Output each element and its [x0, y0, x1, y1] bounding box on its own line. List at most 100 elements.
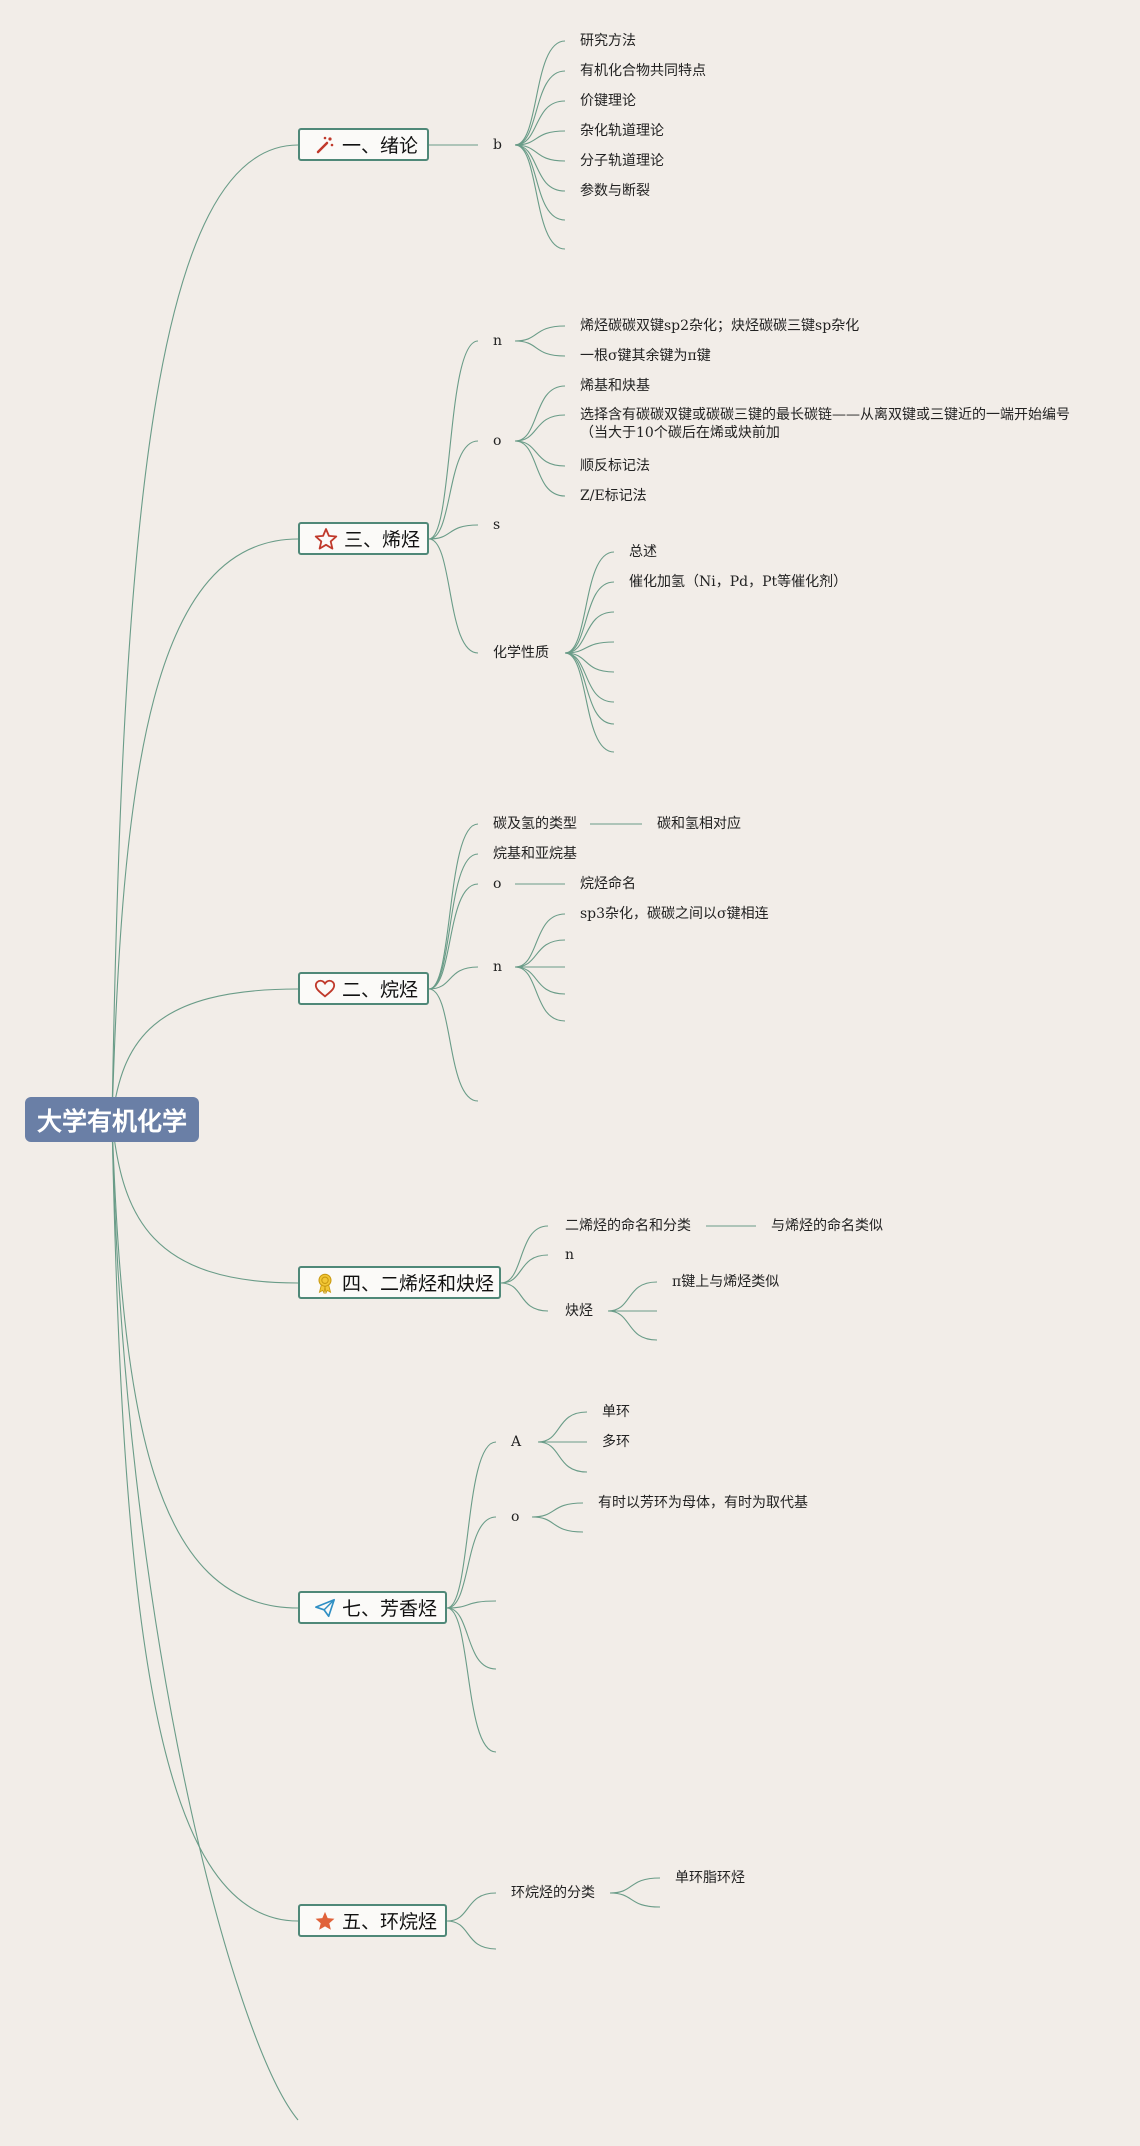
- connector: [537, 1441, 588, 1473]
- node-alkenyl[interactable]: 烯基和炔基: [580, 378, 650, 394]
- topic-label: 二、烷烃: [342, 979, 419, 1001]
- connector: [514, 440, 566, 497]
- node-monocyclic[interactable]: 单环脂环烃: [675, 1870, 745, 1886]
- connector: [428, 966, 479, 990]
- connector: [111, 1119, 299, 1922]
- connector: [500, 1282, 549, 1312]
- node-n[interactable]: n: [493, 333, 503, 349]
- connector: [514, 913, 566, 968]
- topic-label: 七、芳香烃: [342, 1598, 438, 1620]
- connector: [111, 988, 299, 1121]
- node-s[interactable]: s: [493, 517, 501, 533]
- root-label: 大学有机化学: [36, 1106, 187, 1136]
- node-hydrogenation[interactable]: 催化加氢（Ni，Pd，Pt等催化剂）: [629, 574, 848, 590]
- connector: [500, 1225, 549, 1284]
- connector: [564, 641, 615, 654]
- connector: [514, 414, 566, 442]
- connector: [111, 1119, 299, 1609]
- topic-intro[interactable]: 一、绪论: [298, 128, 429, 161]
- connector: [514, 939, 566, 968]
- connector: [111, 1119, 299, 2121]
- node-b[interactable]: b: [493, 137, 502, 153]
- connector: [446, 1607, 497, 1753]
- connector: [428, 340, 479, 540]
- topic-alkanes[interactable]: 二、烷烃: [298, 972, 429, 1005]
- node-valence-bond[interactable]: 价键理论: [580, 93, 636, 109]
- node-sp3[interactable]: sp3杂化，碳碳之间以σ键相连: [580, 906, 769, 922]
- node-sp2[interactable]: 烯烃碳碳双键sp2杂化；炔烃碳碳三键sp杂化: [580, 318, 860, 334]
- node-similar-naming[interactable]: 与烯烃的命名类似: [771, 1218, 883, 1234]
- connector: [514, 70, 566, 146]
- node-ze-notation[interactable]: Z/E标记法: [580, 488, 647, 504]
- node-parent-or-substituent[interactable]: 有时以芳环为母体，有时为取代基: [598, 1495, 808, 1511]
- topic-aromatics[interactable]: 七、芳香烃: [298, 1591, 447, 1624]
- connector: [564, 581, 615, 654]
- node-c-h-types[interactable]: 碳及氢的类型: [493, 816, 577, 832]
- magic-wand-icon: [314, 133, 336, 157]
- connector: [446, 1920, 497, 1950]
- node-naming-rule[interactable]: 选择含有碳碳双键或碳碳三键的最长碳链——从离双键或三键近的一端开始编号（当大于1…: [580, 407, 1070, 441]
- connector: [428, 988, 479, 1102]
- topic-label: 一、绪论: [342, 135, 419, 157]
- node-hybrid-orbital[interactable]: 杂化轨道理论: [580, 123, 664, 139]
- connector: [111, 538, 299, 1121]
- connector: [607, 1281, 658, 1312]
- connector: [428, 524, 479, 540]
- node-pi-bond[interactable]: π键上与烯烃类似: [672, 1274, 780, 1290]
- topic-cycloalkanes[interactable]: 五、环烷烃: [298, 1904, 447, 1937]
- connector: [564, 652, 615, 673]
- node-n[interactable]: n: [565, 1247, 575, 1263]
- connector: [531, 1516, 584, 1533]
- connector: [428, 538, 479, 654]
- node-A[interactable]: A: [511, 1434, 522, 1450]
- node-cis-trans[interactable]: 顺反标记法: [580, 458, 650, 474]
- connector: [514, 144, 566, 162]
- paper-plane-icon: [314, 1596, 336, 1620]
- topic-dienes-alkynes[interactable]: 四、二烯烃和炔烃: [298, 1266, 501, 1299]
- connector: [446, 1892, 497, 1922]
- node-sigma-pi[interactable]: 一根σ键其余键为π键: [580, 348, 711, 364]
- node-c-h-correspond[interactable]: 碳和氢相对应: [657, 816, 741, 832]
- connector: [514, 144, 566, 192]
- connector: [514, 966, 566, 995]
- connector: [446, 1516, 497, 1609]
- connector: [111, 1119, 299, 1284]
- star-outline-icon: [314, 527, 338, 551]
- connector: [564, 652, 615, 753]
- connector: [514, 325, 566, 342]
- heart-icon: [314, 977, 336, 1001]
- connector: [111, 144, 299, 1121]
- star-filled-icon: [314, 1909, 336, 1933]
- connector: [564, 652, 615, 703]
- node-chemical-properties[interactable]: 化学性质: [493, 645, 549, 661]
- connector: [607, 1310, 658, 1341]
- node-alkyl[interactable]: 烷基和亚烷基: [493, 846, 577, 862]
- connector: [564, 551, 615, 654]
- node-multi-ring[interactable]: 多环: [602, 1434, 630, 1450]
- node-common-features[interactable]: 有机化合物共同特点: [580, 63, 706, 79]
- node-alkane-naming[interactable]: 烷烃命名: [580, 876, 636, 892]
- connector: [564, 611, 615, 654]
- node-o[interactable]: o: [493, 433, 502, 449]
- node-n[interactable]: n: [493, 959, 503, 975]
- node-params-cleavage[interactable]: 参数与断裂: [580, 183, 650, 199]
- node-o[interactable]: o: [511, 1509, 520, 1525]
- connector: [428, 823, 479, 990]
- node-single-ring[interactable]: 单环: [602, 1404, 630, 1420]
- node-alkynes[interactable]: 炔烃: [565, 1303, 593, 1319]
- node-overview[interactable]: 总述: [629, 544, 657, 560]
- root-node[interactable]: 大学有机化学: [25, 1097, 199, 1142]
- connector: [428, 853, 479, 990]
- connector: [531, 1502, 584, 1518]
- node-research-methods[interactable]: 研究方法: [580, 33, 636, 49]
- node-o[interactable]: o: [493, 876, 502, 892]
- topic-alkenes[interactable]: 三、烯烃: [298, 522, 429, 555]
- connector: [514, 130, 566, 146]
- node-molecular-orbital[interactable]: 分子轨道理论: [580, 153, 664, 169]
- topic-label: 四、二烯烃和炔烃: [342, 1273, 495, 1295]
- node-diene-naming[interactable]: 二烯烃的命名和分类: [565, 1218, 691, 1234]
- node-cycloalkane-class[interactable]: 环烷烃的分类: [511, 1885, 595, 1901]
- connector: [537, 1411, 588, 1443]
- connector: [446, 1607, 497, 1670]
